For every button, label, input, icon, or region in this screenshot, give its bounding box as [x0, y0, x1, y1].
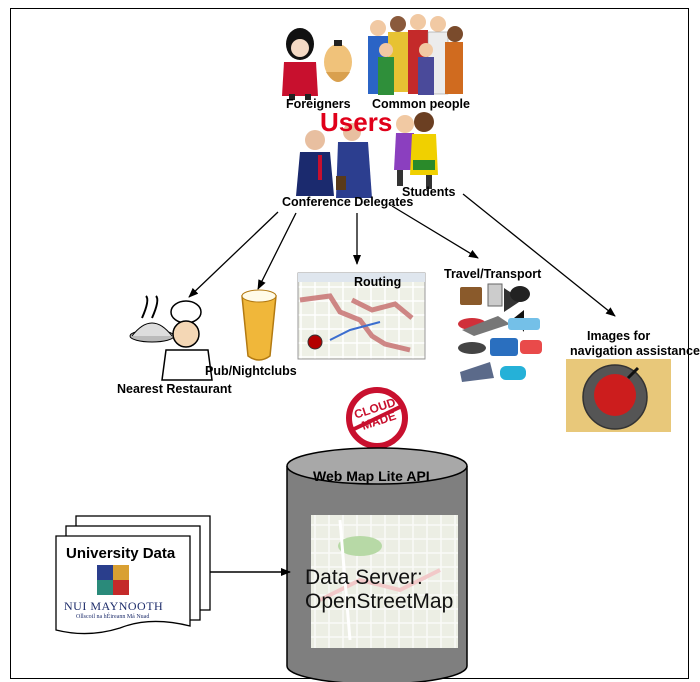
- navigation-assistance-label: navigation assistance: [570, 344, 700, 358]
- routing-label: Routing: [354, 275, 402, 289]
- arrow-to-pub: [257, 212, 297, 290]
- travel-transport-label: Travel/Transport: [444, 267, 542, 281]
- users-title: Users: [320, 107, 393, 137]
- beer-glass-icon: [241, 289, 277, 361]
- data-server-cylinder: [286, 447, 468, 682]
- images-for-label: Images for: [587, 329, 651, 343]
- foreigner-figure-icon: [282, 28, 318, 100]
- common-people-crowd-icon: [368, 14, 463, 95]
- pub-nightclubs-label: Pub/Nightclubs: [205, 364, 297, 378]
- bearded-man-icon: [324, 40, 352, 82]
- transport-icons: [458, 283, 542, 382]
- business-people-icon: [296, 123, 372, 198]
- routing-map-thumbnail: [297, 272, 426, 360]
- common-people-label: Common people: [372, 97, 470, 111]
- data-server-line1: Data Server:: [305, 566, 423, 589]
- conference-delegates-label: Conference Delegates: [282, 195, 414, 209]
- arrow-to-travel: [391, 205, 479, 259]
- navigation-button-image: [566, 359, 671, 432]
- university-data-title: University Data: [66, 545, 176, 562]
- university-document-stack: [55, 515, 211, 635]
- cloudmade-logo: [310, 387, 444, 449]
- students-icon: [394, 112, 438, 189]
- data-server-line2: OpenStreetMap: [305, 590, 454, 613]
- nui-maynooth-name: NUI MAYNOOTH: [64, 599, 164, 613]
- web-map-lite-api-label: Web Map Lite API: [313, 468, 430, 484]
- nui-maynooth-subtitle: Ollscoil na hÉireann Má Nuad: [76, 614, 150, 620]
- arrow-to-restaurant: [188, 211, 279, 298]
- arrow-to-images: [462, 193, 616, 317]
- students-label: Students: [402, 185, 456, 199]
- chef-icon: [129, 295, 213, 381]
- nearest-restaurant-label: Nearest Restaurant: [117, 382, 232, 396]
- foreigners-label: Foreigners: [286, 97, 351, 111]
